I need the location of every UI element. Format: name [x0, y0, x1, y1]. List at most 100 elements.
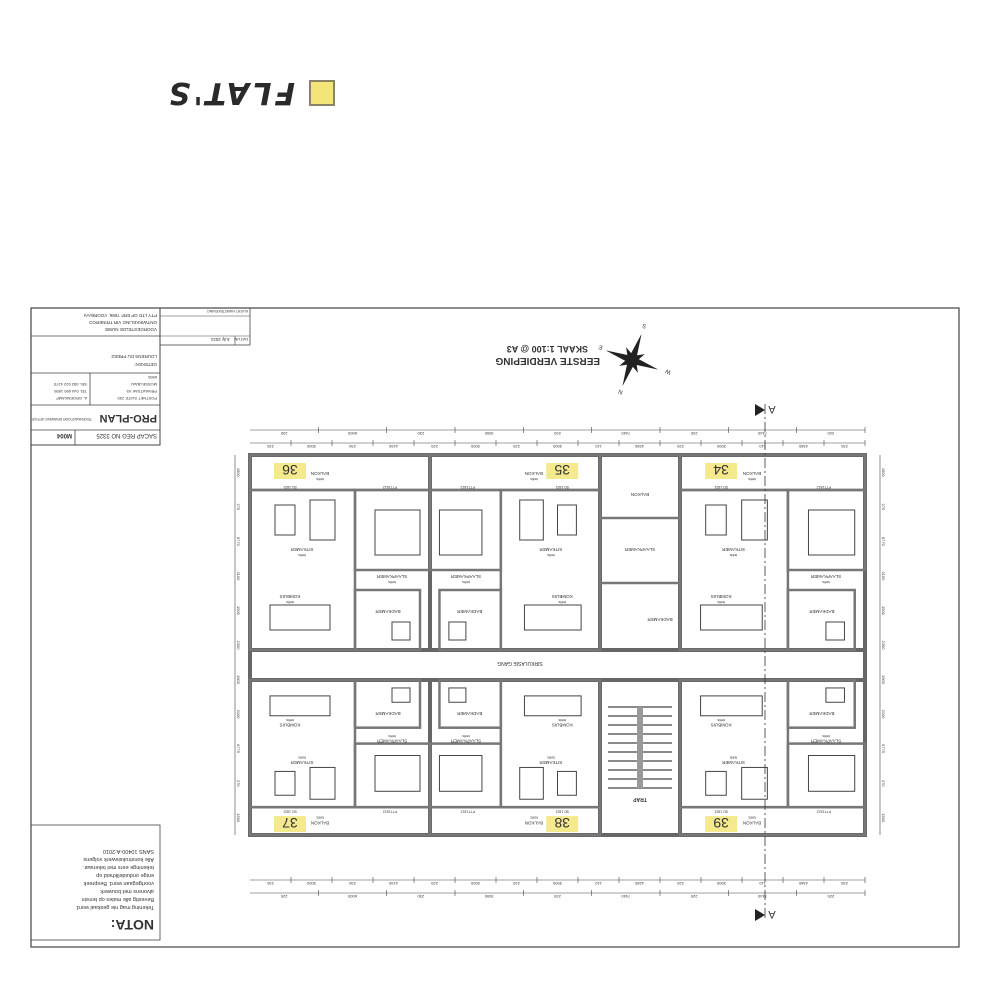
section-marker-label: A	[768, 403, 776, 415]
nota-line: Alle konstruksiewerk volgens	[83, 856, 154, 862]
drawing-title: EERSTE VERDIEPING	[495, 355, 600, 366]
room-label: SITKAMER	[539, 760, 563, 765]
dimension-value: 7440	[621, 431, 631, 436]
finish-label: teëls	[717, 600, 725, 604]
dimension-value: 220	[553, 431, 560, 436]
dimension-value: 6000	[347, 431, 357, 436]
room-label: SITKAMER	[290, 760, 314, 765]
bed-icon	[374, 755, 421, 792]
sheet-number: M004	[56, 432, 72, 438]
sofa-icon	[741, 499, 768, 541]
contact-line: TEL 044 690 1899	[53, 389, 87, 394]
room-label: BALKON	[525, 820, 543, 825]
contact-line: SEL 082 922 4275	[53, 382, 87, 387]
flats-legend: FLAT'S	[150, 72, 335, 114]
finish-label: teëls	[462, 734, 470, 738]
dimension-value: 230	[266, 881, 273, 886]
compass-letter: E	[598, 343, 604, 350]
finish-label: teëls	[388, 580, 396, 584]
contact-line: A. GROENKAMP	[56, 396, 87, 401]
flat-number: 35	[554, 462, 570, 478]
dimension-value: 6000	[347, 894, 357, 899]
staircase: TRAP	[608, 706, 672, 802]
living-area	[499, 488, 602, 652]
kitchen-counter	[700, 695, 763, 717]
dimension-value: 3000	[306, 444, 316, 449]
dimension-value: 1500	[236, 813, 241, 823]
firm-subtitle: TEKENKANTOOR DRAWING OFFICE	[31, 417, 92, 421]
compass-letter: S	[642, 322, 648, 329]
dimension-value: 4150	[388, 444, 398, 449]
flat-3: SITKAMERteëlsSLAAPKAMERteëlsKOMBUISteëls…	[678, 453, 867, 652]
room-label: BADKAMER	[375, 609, 401, 614]
dimension-value: 3000	[484, 894, 494, 899]
finish-label: teëls	[530, 477, 538, 481]
bed-icon	[807, 755, 856, 792]
dimension-value: 4150	[388, 881, 398, 886]
dimension-value: 3000	[484, 431, 494, 436]
living-area	[678, 678, 790, 809]
chair-icon	[556, 770, 577, 796]
shower-icon	[448, 687, 467, 703]
shower-icon	[448, 621, 467, 641]
room-label: BADKAMER	[647, 617, 673, 622]
living-area	[678, 488, 790, 652]
bedroom	[428, 742, 503, 809]
dimension-value: 1500	[881, 675, 886, 685]
dimension-value: 2100	[236, 710, 241, 720]
room-label: BALKON	[743, 820, 761, 825]
finish-label: teëls	[547, 755, 555, 759]
address-line: POSTNET SUITE 230	[117, 396, 157, 401]
dimension-value: 110	[759, 444, 766, 449]
dimension-value: 6770	[881, 744, 886, 754]
finish-label: teëls	[388, 734, 396, 738]
room-label: KOMBUIS	[280, 594, 301, 599]
flat-5: SITKAMERteëlsSLAAPKAMERteëlsKOMBUISteëls…	[248, 453, 432, 652]
shower-icon	[825, 621, 845, 641]
nota-line: enige onduidelikheid op	[96, 872, 154, 878]
flat-number: 34	[713, 462, 729, 478]
room-label: BADKAMER	[456, 711, 482, 716]
sofa-icon	[309, 499, 336, 541]
finish-label: teëls	[530, 816, 538, 820]
drawn-label: GETEKEN:	[134, 362, 157, 367]
address-line: PRIVAATSAK X5	[126, 389, 157, 394]
dimension-value: 4380	[798, 444, 808, 449]
bedroom	[353, 742, 432, 809]
dimension-value: 1500	[881, 813, 886, 823]
room-label: SLAAPKAMER	[810, 574, 841, 579]
nota-line: alvorens met bouwerk	[100, 888, 154, 894]
dimension-value: 230	[417, 431, 424, 436]
flat-number-highlight	[705, 463, 738, 479]
kitchen-counter	[700, 604, 763, 631]
nota-line: Tekening mag nie geskaal word.	[75, 904, 154, 910]
room-label: SLAAPKAMER	[450, 739, 481, 744]
flat-2: SITKAMERteëlsSLAAPKAMERteëlsKOMBUISteëls…	[248, 678, 432, 837]
room-label: SLAAPKAMER	[810, 739, 841, 744]
flat-number: 37	[282, 815, 298, 831]
dimension-value: 220	[827, 894, 834, 899]
dimension-value: 220	[553, 894, 560, 899]
floor-plan-drawing: SACAP REG NO 3325M004PRO-PLANTEKENKANTOO…	[30, 307, 960, 948]
section-arrow-icon	[755, 909, 765, 921]
dimension-value: 1500	[881, 606, 886, 616]
chair-icon	[705, 504, 727, 536]
window-label: PTT1812	[461, 485, 475, 489]
dimension-value: 220	[827, 431, 834, 436]
flat-number: 38	[554, 815, 570, 831]
date-value: July 2021	[210, 337, 230, 342]
dimension-value: 2100	[236, 571, 241, 581]
window-label: PTT1812	[817, 809, 831, 813]
dimension-value: 6770	[881, 537, 886, 547]
door-label: SD 1821	[714, 485, 728, 489]
finish-label: teëls	[298, 553, 306, 557]
door-label: SD 1821	[283, 485, 297, 489]
dimension-value: 2300	[881, 641, 886, 651]
firm-name: PRO-PLAN	[100, 412, 158, 424]
dimension-value: 220	[676, 881, 683, 886]
bedroom	[428, 488, 503, 572]
flat-number-highlight	[546, 816, 579, 833]
dimension-value: 1500	[236, 606, 241, 616]
